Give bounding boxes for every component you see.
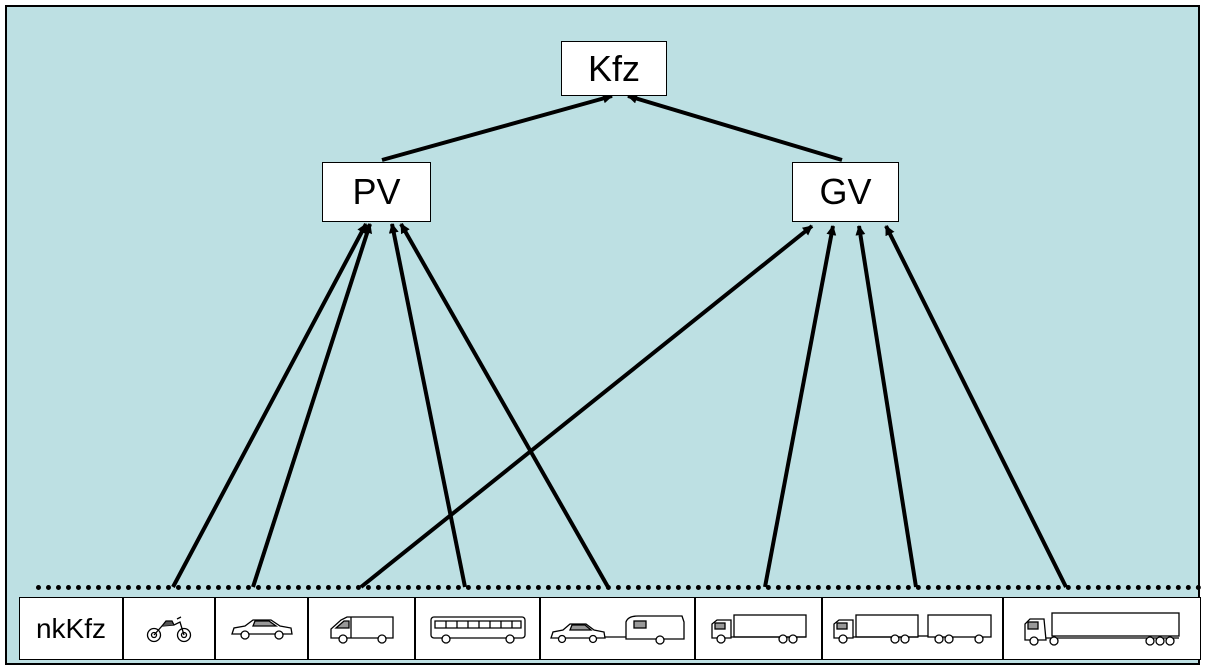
edge-pv-kfz bbox=[381, 93, 613, 162]
edge-gv-kfz bbox=[627, 93, 843, 162]
semi-trailer-truck-icon bbox=[1024, 611, 1180, 646]
bus-icon bbox=[429, 615, 526, 644]
edge-truck-trailer-gv bbox=[855, 225, 918, 588]
dotted-separator bbox=[36, 585, 1202, 590]
cell-car bbox=[215, 597, 308, 660]
car-icon bbox=[230, 618, 293, 640]
edge-van-gv bbox=[359, 224, 814, 589]
node-kfz-label: Kfz bbox=[587, 47, 640, 89]
truck-icon bbox=[710, 613, 807, 644]
cell-truck-trailer bbox=[822, 597, 1003, 660]
cell-semi-trailer bbox=[1003, 597, 1201, 660]
cell-nkkfz-label: nkKfz bbox=[35, 612, 107, 644]
edge-motorcycle-pv bbox=[171, 223, 368, 588]
edge-truck-gv bbox=[763, 225, 837, 588]
edge-semi-gv bbox=[884, 225, 1068, 588]
node-gv: GV bbox=[792, 162, 899, 222]
van-icon bbox=[329, 615, 394, 644]
cell-truck bbox=[695, 597, 822, 660]
node-pv: PV bbox=[322, 162, 431, 222]
truck-with-trailer-icon bbox=[832, 613, 992, 644]
node-pv-label: PV bbox=[352, 171, 401, 212]
cell-bus bbox=[415, 597, 540, 660]
cell-car-trailer bbox=[540, 597, 695, 660]
node-kfz: Kfz bbox=[561, 41, 667, 96]
cell-motorcycle bbox=[123, 597, 215, 660]
edge-car-pv bbox=[251, 223, 372, 588]
cell-nkkfz: nkKfz bbox=[19, 597, 123, 660]
edge-car-trailer-pv bbox=[399, 223, 610, 588]
car-with-trailer-icon bbox=[549, 614, 685, 645]
diagram-canvas bbox=[5, 5, 1200, 665]
node-gv-label: GV bbox=[819, 171, 872, 212]
edge-bus-pv bbox=[388, 223, 467, 588]
motorcycle-icon bbox=[146, 615, 192, 642]
cell-van bbox=[308, 597, 415, 660]
